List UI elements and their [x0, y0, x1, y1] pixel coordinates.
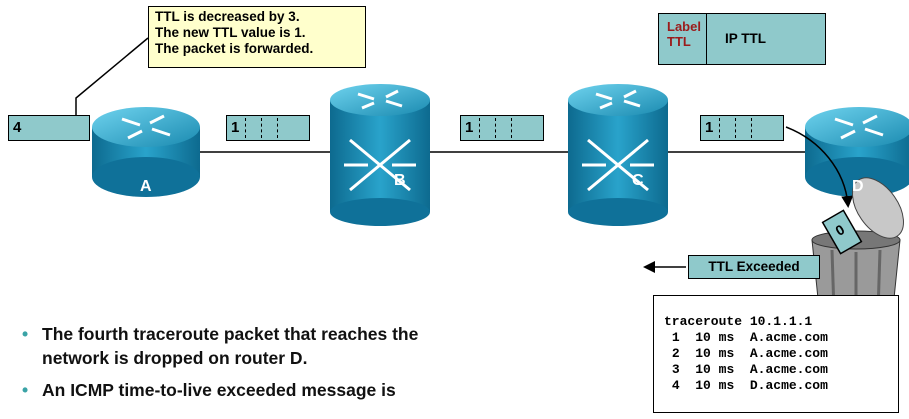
traceroute-hop-row: 1 10 ms A.acme.com — [671, 330, 828, 345]
router-a-icon — [92, 107, 200, 197]
legend-ip-ttl: IP TTL — [725, 31, 767, 46]
traceroute-hop-row: 3 10 ms A.acme.com — [671, 362, 828, 377]
bullet-item: • The fourth traceroute packet that reac… — [20, 322, 482, 370]
label-divider — [751, 118, 752, 138]
labeled-packet-c-d: 1 — [700, 115, 784, 141]
bullet-dot-icon: • — [22, 324, 29, 344]
label-divider — [735, 118, 736, 138]
packet-legend: Label TTL IP TTL — [658, 13, 826, 65]
label-divider — [479, 118, 480, 138]
bullet-item: • An ICMP time-to-live exceeded message … — [20, 378, 642, 402]
bullet-text: An ICMP time-to-live exceeded message is — [42, 380, 396, 400]
router-c-label: C — [632, 172, 644, 189]
label-divider — [495, 118, 496, 138]
ttl-exceeded-message: TTL Exceeded — [688, 255, 820, 279]
ingress-ttl-value: 4 — [13, 119, 22, 136]
legend-label-line-2: TTL — [667, 34, 691, 49]
traceroute-hop-row: 2 10 ms A.acme.com — [671, 346, 828, 361]
callout-leader — [75, 37, 149, 115]
label-ttl-value: 1 — [231, 119, 240, 136]
traceroute-command: traceroute 10.1.1.1 — [664, 314, 813, 329]
labeled-packet-b-c: 1 — [460, 115, 544, 141]
traceroute-hop-row: 4 10 ms D.acme.com — [671, 378, 828, 393]
label-ttl-value: 1 — [465, 119, 474, 136]
callout-line-1: TTL is decreased by 3. — [155, 9, 300, 24]
label-divider — [511, 118, 512, 138]
legend-label-line-1: Label — [667, 19, 701, 34]
label-divider — [719, 118, 720, 138]
label-divider — [277, 118, 278, 138]
callout-line-3: The packet is forwarded. — [155, 41, 314, 56]
label-ttl-value: 1 — [705, 119, 714, 136]
ttl-callout: TTL is decreased by 3. The new TTL value… — [148, 6, 366, 68]
router-b-label: B — [394, 172, 406, 189]
bullet-list: • The fourth traceroute packet that reac… — [20, 322, 620, 410]
discarded-packet — [821, 209, 863, 255]
bullet-dot-icon: • — [22, 380, 29, 400]
bullet-text: The fourth traceroute packet that reache… — [42, 324, 419, 368]
traceroute-output: traceroute 10.1.1.1 1 10 ms A.acme.com 2… — [653, 295, 899, 413]
lsr-b-icon — [330, 84, 430, 226]
router-d-label: D — [852, 178, 864, 195]
label-divider — [245, 118, 246, 138]
callout-line-2: The new TTL value is 1. — [155, 25, 306, 40]
legend-label-ttl: Label TTL — [659, 14, 707, 64]
router-a-label: A — [140, 178, 152, 195]
drop-arrow — [785, 126, 854, 208]
ingress-ip-packet: 4 — [8, 115, 90, 141]
lsr-c-icon — [568, 84, 668, 226]
label-divider — [261, 118, 262, 138]
labeled-packet-a-b: 1 — [226, 115, 310, 141]
